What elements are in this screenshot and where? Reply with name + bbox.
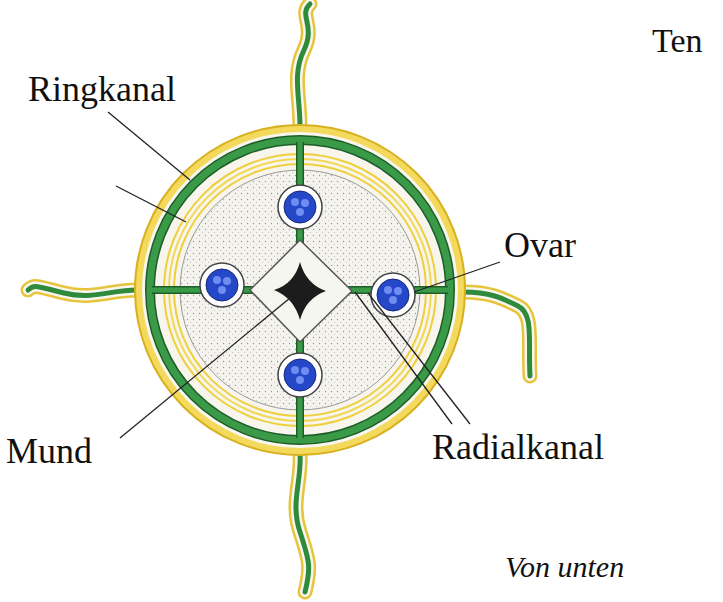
egg (296, 208, 304, 216)
tentacle-canal (28, 286, 137, 295)
mouth (274, 262, 326, 320)
egg (301, 199, 309, 207)
ovary (206, 269, 238, 301)
manubrium (250, 240, 352, 342)
leader-line (108, 112, 190, 180)
subumbrella (180, 170, 420, 410)
leader-line (120, 298, 290, 438)
muscle-band (169, 159, 431, 421)
ovary-sac (200, 263, 244, 307)
part-label: Ovar (504, 226, 576, 266)
velum (157, 147, 443, 433)
egg (218, 286, 226, 294)
egg (213, 276, 221, 284)
ring-canal-outline (150, 140, 450, 440)
muscle-band (174, 164, 426, 416)
bell-rim (135, 125, 465, 455)
tentacle-rim (296, 453, 309, 592)
part-label: Ten (652, 22, 703, 59)
ovaries (200, 185, 415, 397)
egg (291, 366, 299, 374)
ovary (284, 191, 316, 223)
egg (389, 296, 397, 304)
ring-canal (150, 140, 450, 440)
part-label: Radialkanal (432, 428, 604, 468)
egg-dots (213, 198, 402, 384)
tentacle-body (463, 292, 530, 376)
tentacle-rim (297, 4, 310, 127)
ovary (284, 359, 316, 391)
egg (301, 367, 309, 375)
tentacles (28, 4, 530, 592)
leader-line (414, 262, 500, 292)
tentacle-body (297, 4, 310, 127)
tentacle-body (28, 286, 137, 295)
part-label: Ringkanal (28, 70, 176, 110)
egg (223, 277, 231, 285)
tentacle-body (296, 453, 309, 592)
tentacle-canal (297, 4, 310, 127)
radial-canals (152, 142, 448, 438)
egg (296, 376, 304, 384)
egg (384, 286, 392, 294)
ovary-sac (371, 273, 415, 317)
leader-line (368, 293, 470, 424)
tentacle-canal (463, 292, 530, 376)
tentacle-rim (28, 286, 137, 295)
view-caption: Von unten (505, 550, 624, 583)
tentacle-canal (296, 453, 309, 592)
tentacle-rim (463, 292, 530, 376)
ovary-sac (278, 353, 322, 397)
ovary (377, 279, 409, 311)
egg (291, 198, 299, 206)
leader-line (116, 186, 186, 222)
part-label: Mund (6, 432, 92, 472)
ovary-sac (278, 185, 322, 229)
muscle-band (164, 154, 436, 426)
leader-line (355, 292, 452, 424)
leader-lines (108, 112, 500, 438)
egg (394, 287, 402, 295)
